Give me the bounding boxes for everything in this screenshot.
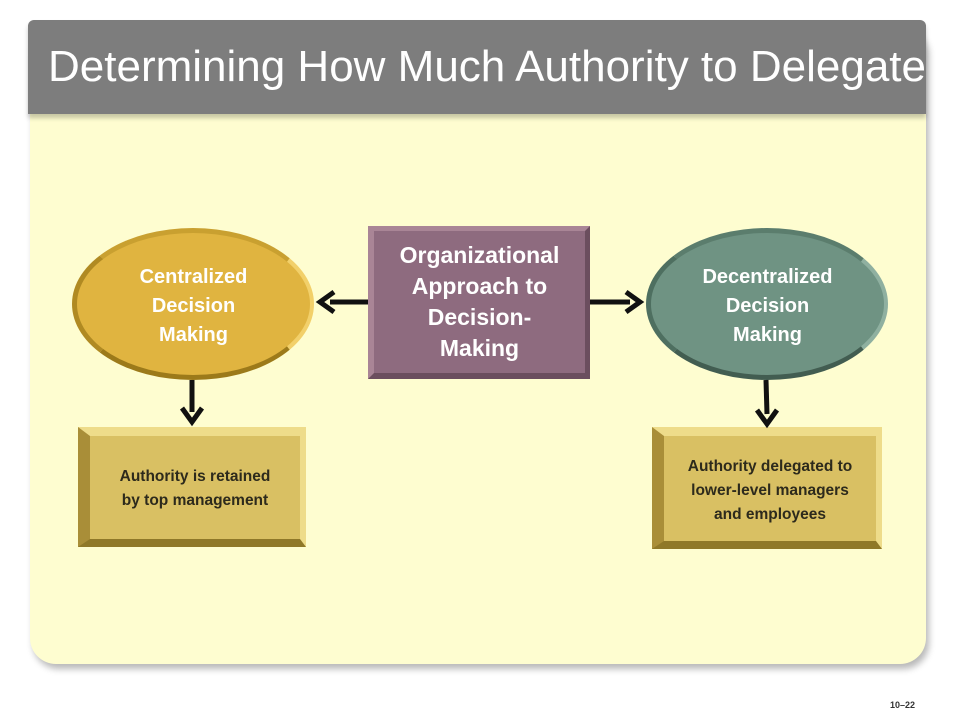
center-line-2: Approach to xyxy=(411,273,548,299)
slide-title: Determining How Much Authority to Delega… xyxy=(48,42,926,91)
decentralized-line-3: Making xyxy=(733,324,802,346)
right-box-line-3: and employees xyxy=(714,506,826,523)
center-line-1: Organizational xyxy=(399,242,560,268)
arrow-right-icon xyxy=(590,289,645,315)
center-line-4: Making xyxy=(439,335,520,361)
arrow-down-icon xyxy=(754,379,780,429)
centralized-line-3: Making xyxy=(159,324,228,346)
decentralized-line-1: Decentralized xyxy=(702,266,833,288)
arrow-left-icon xyxy=(315,289,368,315)
decentralized-oval: Decentralized Decision Making xyxy=(646,228,888,380)
arrow-down-icon xyxy=(179,380,205,427)
centralized-line-1: Centralized xyxy=(139,266,248,288)
slide-number: 10–22 xyxy=(890,700,916,710)
title-bar xyxy=(28,20,926,114)
right-box-line-2: lower-level managers xyxy=(691,482,849,499)
delegated-authority-box: Authority delegated to lower-level manag… xyxy=(652,427,882,549)
decentralized-line-2: Decision xyxy=(725,295,810,317)
right-box-line-1: Authority delegated to xyxy=(687,458,853,475)
organizational-approach-box: Organizational Approach to Decision- Mak… xyxy=(368,226,590,379)
left-box-line-2: by top management xyxy=(121,492,269,509)
centralized-line-2: Decision xyxy=(151,295,236,317)
retained-authority-box: Authority is retained by top management xyxy=(78,427,306,547)
centralized-oval: Centralized Decision Making xyxy=(72,228,314,380)
center-line-3: Decision- xyxy=(427,304,532,330)
left-box-line-1: Authority is retained xyxy=(119,468,271,485)
